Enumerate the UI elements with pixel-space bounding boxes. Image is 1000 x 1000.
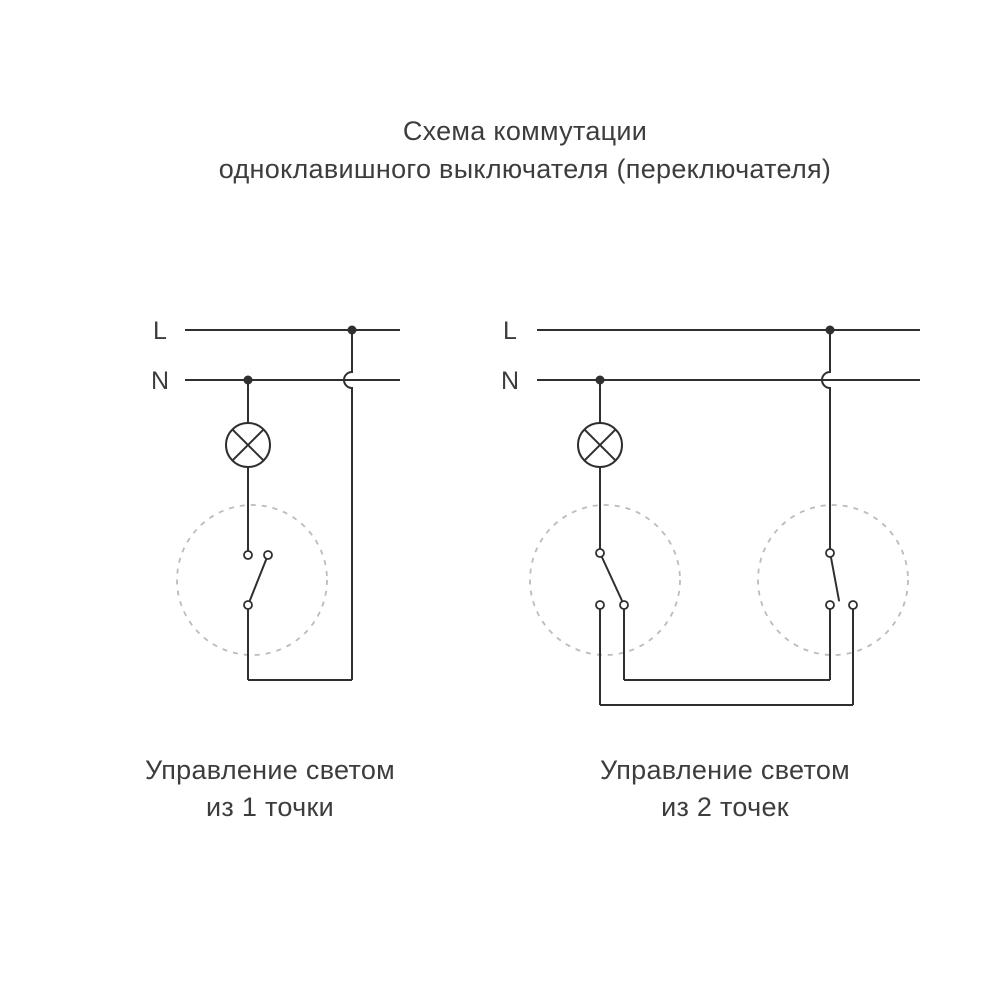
live-to-switch2-wire-with-hop	[821, 334, 831, 549]
caption-line-2: из 1 точки	[206, 792, 334, 822]
switch-lever	[248, 558, 268, 602]
switch-common-contact	[595, 548, 605, 558]
switch-contact	[825, 600, 835, 610]
caption-line-2: из 2 точек	[661, 792, 789, 822]
switch-contact	[848, 600, 858, 610]
junction-dot-live	[347, 325, 357, 335]
title-line-1: Схема коммутации	[402, 116, 648, 146]
switch-contact	[595, 600, 605, 610]
switch-enclosure-dashed-circle	[529, 504, 681, 656]
two-point-diagram: L N	[501, 317, 920, 706]
caption-two-point: Управление светом из 2 точек	[525, 752, 925, 826]
lamp-cross-line	[583, 428, 617, 462]
lamp-icon	[225, 422, 271, 468]
caption-line-1: Управление светом	[145, 755, 395, 785]
live-line-label: L	[503, 317, 517, 345]
switch-contact	[619, 600, 629, 610]
switch-contact	[243, 600, 253, 610]
single-point-diagram: L N	[151, 317, 400, 681]
neutral-line-label: N	[501, 367, 519, 395]
switch-lever	[830, 556, 840, 602]
switch-symbol	[243, 550, 273, 610]
title-line-2: одноклавишного выключателя (переключател…	[218, 154, 832, 184]
switch-common-contact	[825, 548, 835, 558]
page-title: Схема коммутации одноклавишного выключат…	[0, 112, 1000, 188]
switch-contact	[263, 550, 273, 560]
caption-line-1: Управление светом	[600, 755, 850, 785]
switch-enclosure-dashed-circle	[757, 504, 909, 656]
neutral-line-label: N	[151, 367, 169, 395]
two-way-switch-symbol-1	[595, 548, 629, 610]
return-wire-with-hop	[343, 334, 353, 680]
caption-single-point: Управление светом из 1 точки	[70, 752, 470, 826]
switch-contact	[243, 550, 253, 560]
switch-enclosure-dashed-circle	[176, 504, 328, 656]
lamp-cross-line	[231, 428, 265, 462]
junction-dot-live	[825, 325, 835, 335]
lamp-icon	[577, 422, 623, 468]
switch-lever	[601, 556, 623, 602]
two-way-switch-symbol-2	[825, 548, 858, 610]
live-line-label: L	[153, 317, 167, 345]
